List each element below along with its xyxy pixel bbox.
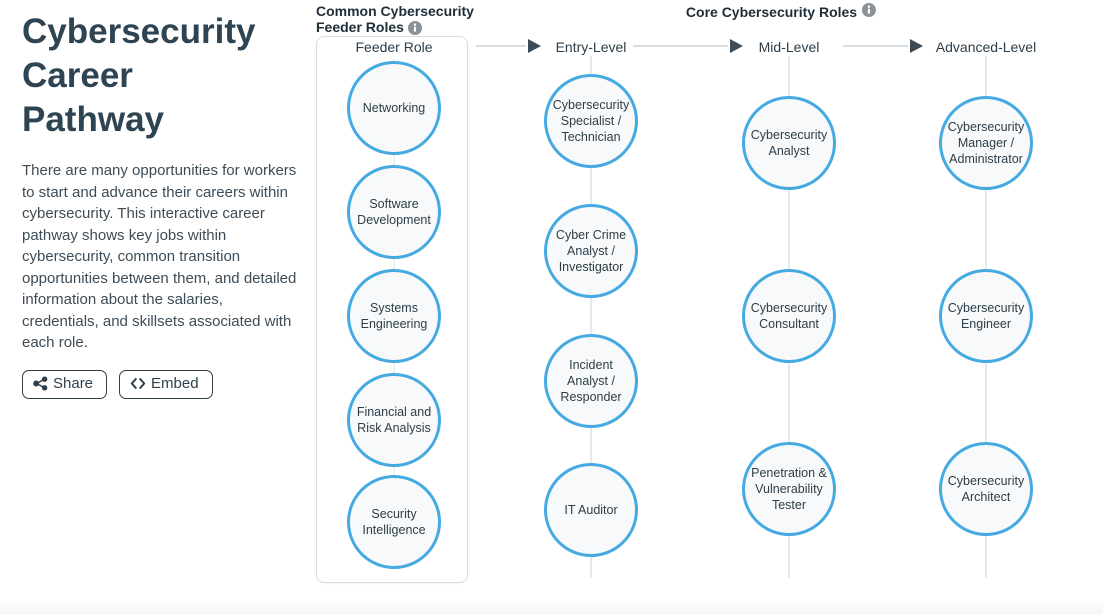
info-icon[interactable] bbox=[862, 3, 877, 20]
arrow-right-icon bbox=[730, 39, 743, 53]
intro-panel: Cybersecurity Career Pathway There are m… bbox=[22, 10, 302, 399]
role-circle-label: Cybersecurity Consultant bbox=[750, 301, 828, 331]
role-circle-cybersecurity-architect[interactable]: Cybersecurity Architect bbox=[939, 442, 1033, 536]
role-circle-systems-engineering[interactable]: Systems Engineering bbox=[347, 269, 441, 363]
role-circle-incident-analyst-responder[interactable]: Incident Analyst / Responder bbox=[544, 334, 638, 428]
flow-line bbox=[843, 45, 908, 47]
share-button-label: Share bbox=[53, 375, 94, 392]
arrow-right-icon bbox=[910, 39, 923, 53]
role-circle-networking[interactable]: Networking bbox=[347, 61, 441, 155]
role-circle-cyber-crime-analyst-investigator[interactable]: Cyber Crime Analyst / Investigator bbox=[544, 204, 638, 298]
role-circle-security-intelligence[interactable]: Security Intelligence bbox=[347, 475, 441, 569]
page-title: Cybersecurity Career Pathway bbox=[22, 12, 256, 139]
core-header-label: Core Cybersecurity Roles bbox=[685, 3, 858, 20]
role-circle-label: Systems Engineering bbox=[360, 301, 428, 331]
core-header: Core Cybersecurity Roles bbox=[685, 3, 877, 20]
embed-button-label: Embed bbox=[151, 375, 199, 392]
share-alt-icon bbox=[33, 376, 48, 391]
role-circle-label: Penetration & Vulnerability Tester bbox=[751, 466, 827, 512]
role-circle-software-development[interactable]: Software Development bbox=[347, 165, 441, 259]
role-circle-cybersecurity-analyst[interactable]: Cybersecurity Analyst bbox=[742, 96, 836, 190]
code-icon bbox=[130, 377, 146, 390]
footer-band bbox=[0, 601, 1103, 614]
role-circle-label: Cybersecurity Architect bbox=[947, 474, 1025, 504]
role-circle-label: IT Auditor bbox=[564, 503, 618, 517]
intro-buttons: Share Embed bbox=[22, 369, 302, 399]
role-circle-label: Cybersecurity Manager / Administrator bbox=[947, 120, 1025, 166]
flow-line bbox=[633, 45, 728, 47]
share-button[interactable]: Share bbox=[22, 369, 108, 399]
column-label-mid-level: Mid-Level bbox=[758, 39, 820, 55]
role-circle-label: Cybersecurity Engineer bbox=[947, 301, 1025, 331]
embed-button[interactable]: Embed bbox=[119, 369, 213, 399]
column-line-entry bbox=[590, 56, 592, 578]
role-circle-cybersecurity-specialist-technician[interactable]: Cybersecurity Specialist / Technician bbox=[544, 74, 638, 168]
column-label-entry-level: Entry-Level bbox=[555, 39, 627, 55]
role-circle-label: Cybersecurity Specialist / Technician bbox=[552, 98, 630, 144]
role-circle-label: Cyber Crime Analyst / Investigator bbox=[555, 228, 627, 274]
role-circle-it-auditor[interactable]: IT Auditor bbox=[544, 463, 638, 557]
role-circle-cybersecurity-engineer[interactable]: Cybersecurity Engineer bbox=[939, 269, 1033, 363]
role-circle-label: Software Development bbox=[357, 197, 431, 227]
arrow-right-icon bbox=[528, 39, 541, 53]
role-circle-cybersecurity-consultant[interactable]: Cybersecurity Consultant bbox=[742, 269, 836, 363]
role-circle-financial-and-risk-analysis[interactable]: Financial and Risk Analysis bbox=[347, 373, 441, 467]
feeder-header: Common Cybersecurity Feeder Roles bbox=[316, 3, 486, 38]
intro-description: There are many opportunities for workers… bbox=[22, 162, 297, 351]
feeder-column-label: Feeder Role bbox=[355, 39, 433, 55]
feeder-header-label: Common Cybersecurity Feeder Roles bbox=[316, 3, 474, 35]
role-circle-label: Cybersecurity Analyst bbox=[750, 128, 828, 158]
role-circle-label: Security Intelligence bbox=[362, 507, 426, 537]
role-circle-cybersecurity-manager-administrator[interactable]: Cybersecurity Manager / Administrator bbox=[939, 96, 1033, 190]
role-circle-label: Networking bbox=[362, 101, 426, 115]
role-circle-penetration-vulnerability-tester[interactable]: Penetration & Vulnerability Tester bbox=[742, 442, 836, 536]
flow-line bbox=[476, 45, 526, 47]
column-label-advanced-level: Advanced-Level bbox=[935, 39, 1037, 55]
info-icon[interactable] bbox=[407, 21, 422, 38]
role-circle-label: Financial and Risk Analysis bbox=[356, 405, 432, 435]
role-circle-label: Incident Analyst / Responder bbox=[560, 358, 622, 404]
